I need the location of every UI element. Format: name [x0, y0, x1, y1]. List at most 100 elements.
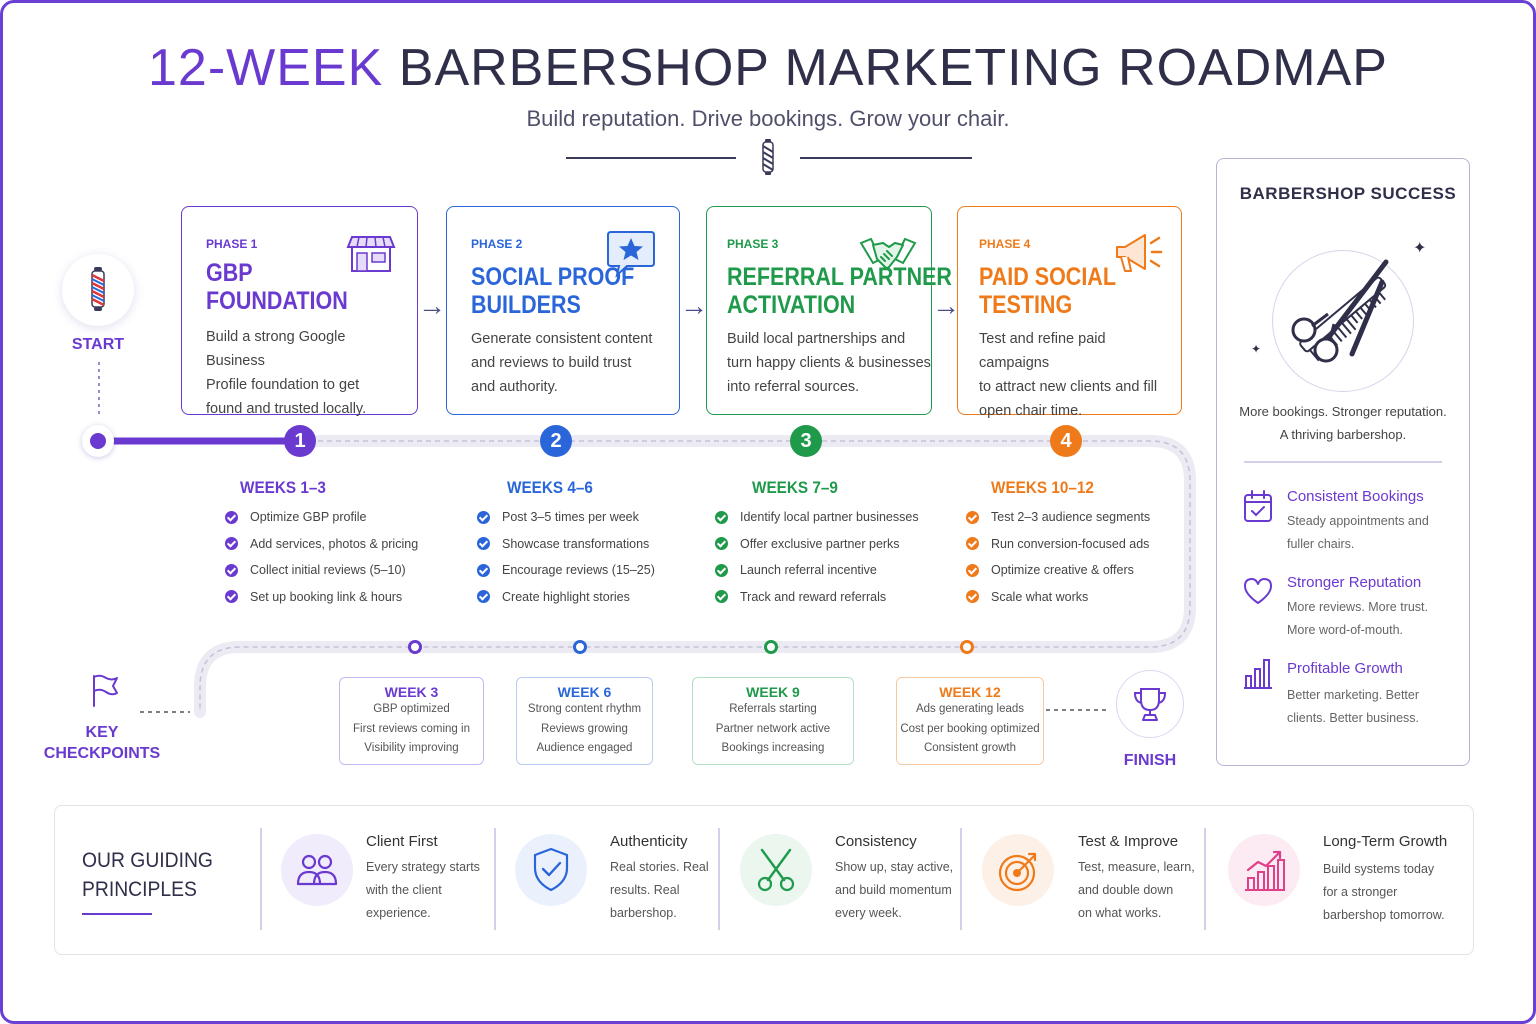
tools-circle [1272, 250, 1414, 392]
bar-chart-icon [1244, 659, 1272, 689]
phase-number-2: 2 [540, 425, 572, 457]
task-item: Optimize creative & offers [966, 557, 1150, 584]
principle-icon-circle [1228, 834, 1300, 906]
phase-number-4: 4 [1050, 425, 1082, 457]
task-text: Offer exclusive partner perks [740, 536, 900, 551]
task-item: Add services, photos & pricing [225, 531, 418, 558]
checkpoint-dot [408, 640, 422, 654]
task-item: Identify local partner businesses [715, 504, 919, 531]
task-item: Showcase transformations [477, 531, 655, 558]
calendar-check-icon [1244, 490, 1272, 522]
barber-pole-icon [762, 139, 774, 175]
weeks-label: WEEKS 1–3 [240, 478, 326, 497]
check-icon [225, 590, 238, 604]
timeline-start-dot [90, 433, 106, 449]
principle-title: Client First [366, 833, 438, 850]
principles-underline [82, 913, 152, 915]
label-line: CHECKPOINTS [43, 745, 161, 762]
task-text: Scale what works [991, 589, 1089, 604]
task-text: Create highlight stories [502, 589, 630, 604]
phase-label: PHASE 2 [471, 237, 523, 251]
header-divider-right [800, 157, 972, 159]
check-icon [477, 537, 490, 551]
task-item: Set up booking link & hours [225, 584, 418, 611]
principles-divider [718, 828, 720, 930]
principles-divider [1204, 828, 1206, 930]
benefit-title: Profitable Growth [1287, 660, 1403, 677]
check-icon [966, 537, 979, 551]
task-item: Optimize GBP profile [225, 504, 418, 531]
growth-chart-icon [1245, 850, 1285, 891]
benefit-description: More reviews. More trust.More word-of-mo… [1287, 596, 1428, 642]
principle-line: and double down [1078, 883, 1174, 897]
flag-icon [93, 674, 118, 707]
principle-title: Test & Improve [1078, 833, 1179, 850]
principle-line: barbershop. [610, 906, 677, 920]
task-text: Encourage reviews (15–25) [502, 563, 655, 578]
desc-line: Test and refine paid campaigns [979, 331, 1106, 371]
principle-line: Build systems today [1323, 862, 1435, 876]
desc-line: Generate consistent content [471, 331, 653, 347]
principle-title: Authenticity [610, 833, 688, 850]
check-icon [477, 563, 490, 577]
desc-line: and reviews to build trust [471, 355, 632, 371]
task-text: Optimize creative & offers [991, 563, 1134, 578]
phase-title-line: SOCIAL PROOF [471, 263, 635, 291]
checkpoint-dot [960, 640, 974, 654]
checkpoint-line: Partner network active [715, 722, 831, 735]
checkpoint-line: Referrals starting [729, 703, 817, 715]
storefront-icon [346, 236, 396, 272]
principle-line: on what works. [1078, 906, 1162, 920]
task-item: Track and reward referrals [715, 584, 919, 611]
comb-scissors-icon [1291, 259, 1389, 363]
megaphone-icon [1116, 234, 1163, 272]
benefit-title: Stronger Reputation [1287, 574, 1422, 591]
benefit-line: clients. Better business. [1287, 711, 1420, 725]
task-item: Create highlight stories [477, 584, 655, 611]
checkpoint-title: WEEK 3 [384, 684, 439, 700]
check-icon [966, 563, 979, 577]
heart-icon [1244, 578, 1272, 604]
task-list-3: Identify local partner businesses Offer … [715, 504, 919, 610]
label-line: KEY [85, 724, 119, 741]
checkpoint-dot [573, 640, 587, 654]
desc-line: and authority. [471, 379, 558, 395]
phase-label: PHASE 4 [979, 237, 1031, 251]
phase-arrow-1: → [418, 290, 446, 321]
checkpoint-card-4: WEEK 12 Ads generating leads Cost per bo… [896, 677, 1044, 765]
phase-title-line: GBP [206, 259, 253, 287]
check-icon [966, 510, 979, 524]
scissors-icon [757, 848, 795, 892]
checkpoint-line: Strong content rhythm [527, 703, 642, 715]
task-item: Test 2–3 audience segments [966, 504, 1150, 531]
check-icon [715, 563, 728, 577]
benefit-line: fuller chairs. [1287, 537, 1355, 551]
checkpoint-card-1: WEEK 3 GBP optimized First reviews comin… [339, 677, 484, 765]
desc-line: Profile foundation to get [206, 377, 360, 393]
principle-line: and build momentum [835, 883, 952, 897]
check-icon [715, 590, 728, 604]
start-barber-pole-icon [91, 267, 105, 311]
task-text: Identify local partner businesses [740, 510, 919, 525]
checkpoint-title: WEEK 9 [746, 684, 800, 700]
phase-title-line: ACTIVATION [727, 291, 856, 319]
task-item: Run conversion-focused ads [966, 531, 1150, 558]
phase-title-line: TESTING [979, 291, 1073, 319]
checkpoint-line: Audience engaged [536, 742, 633, 754]
principle-line: for a stronger [1323, 885, 1398, 899]
checkpoint-line: Ads generating leads [915, 703, 1025, 715]
heading-line: PRINCIPLES [82, 878, 197, 901]
phase-number-3: 3 [790, 425, 822, 457]
principle-line: experience. [366, 906, 431, 920]
